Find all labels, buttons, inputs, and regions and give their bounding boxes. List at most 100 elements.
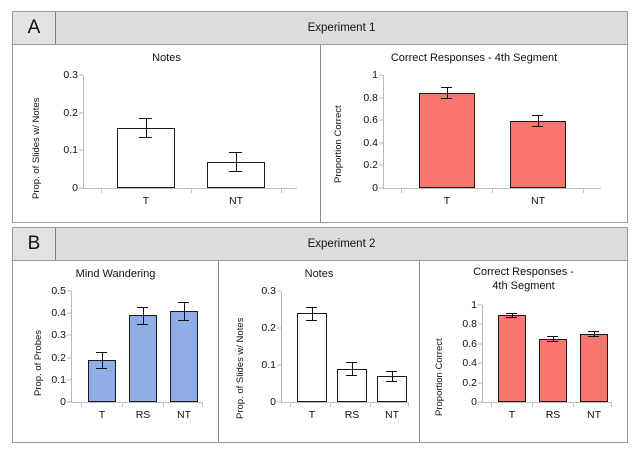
xlabel-nt: NT xyxy=(229,195,243,207)
ytick-mark-5 xyxy=(478,304,482,306)
panel-b-letter: B xyxy=(13,228,56,260)
xtick-mark-0 xyxy=(401,189,402,193)
errorbar-t-cap-top xyxy=(96,352,107,353)
panel-b-header: B Experiment 2 xyxy=(13,228,627,261)
errorbar-t-cap-top xyxy=(441,87,452,89)
bar-nt xyxy=(510,120,566,188)
xtick-mark-1 xyxy=(532,403,533,407)
errorbar-rs-cap-top xyxy=(547,336,558,338)
panel-a: A Experiment 1 Notes Prop. of Slides w/ … xyxy=(12,11,628,223)
errorbar-nt-line xyxy=(391,371,393,383)
ytick-mark-1 xyxy=(67,379,71,381)
xlabel-rs: RS xyxy=(344,409,360,421)
chart-b-mind-wandering-plot: 0 0.1 0.2 0.3 0.4 0.5 xyxy=(51,285,203,421)
ytick-mark-1 xyxy=(379,164,383,166)
ytick-mark-4 xyxy=(379,97,383,99)
errorbar-nt-line xyxy=(537,116,539,128)
ytick-0: 0 xyxy=(471,396,477,408)
chart-a-notes-ylabel: Prop. of Slides w/ Notes xyxy=(31,97,42,199)
xtick-mark-1 xyxy=(330,403,331,407)
ytick-mark-4 xyxy=(478,323,482,325)
xtick-mark-2 xyxy=(281,189,282,193)
chart-b-correct-responses-title-line1: Correct Responses - xyxy=(473,266,574,278)
xlabel-nt: NT xyxy=(177,409,191,421)
y-axis-line xyxy=(482,305,483,403)
ytick-1: 0.1 xyxy=(261,359,276,371)
chart-b-notes-title: Notes xyxy=(304,268,334,280)
ytick-0: 0 xyxy=(60,396,66,408)
ytick-3: 0.6 xyxy=(363,114,378,127)
ytick-3: 0.3 xyxy=(261,285,276,297)
ytick-mark-3 xyxy=(379,119,383,121)
panel-b-charts-row: Mind Wandering Prop. of Probes 0 0.1 0.2… xyxy=(13,261,627,442)
errorbar-rs-cap-top xyxy=(137,306,148,308)
xtick-mark-2 xyxy=(163,403,164,407)
ytick-mark-3 xyxy=(79,74,83,76)
errorbar-t-cap-bottom xyxy=(506,317,517,319)
errorbar-nt-cap-bottom xyxy=(229,171,242,172)
y-axis-line xyxy=(71,291,72,403)
errorbar-nt-cap-top xyxy=(386,370,397,372)
ytick-3: 0.3 xyxy=(63,69,78,81)
xlabel-t: T xyxy=(142,195,150,207)
errorbar-t-line xyxy=(511,314,513,319)
errorbar-rs-cap-bottom xyxy=(547,340,558,342)
errorbar-nt-line xyxy=(235,153,237,172)
ytick-mark-5 xyxy=(67,290,71,292)
chart-a-correct-responses-ylabel: Proportion Correct xyxy=(333,105,344,183)
xtick-mark-3 xyxy=(611,403,612,407)
ytick-0: 0 xyxy=(72,182,78,194)
ytick-0: 0 xyxy=(372,182,378,194)
ytick-3: 0.6 xyxy=(462,337,477,350)
ytick-mark-2 xyxy=(478,362,482,364)
ytick-mark-2 xyxy=(277,327,281,329)
xtick-mark-2 xyxy=(573,403,574,407)
ytick-mark-1 xyxy=(478,382,482,384)
xlabel-rs: RS xyxy=(135,409,151,421)
ytick-mark-1 xyxy=(79,149,83,151)
xtick-mark-1 xyxy=(492,189,493,193)
errorbar-t-line xyxy=(101,353,103,369)
errorbar-nt-cap-top xyxy=(532,115,543,117)
panel-b: B Experiment 2 Mind Wandering Prop. of P… xyxy=(12,227,628,443)
x-axis-line xyxy=(83,188,297,189)
ytick-1: 0.2 xyxy=(462,376,477,389)
ytick-2: 0.4 xyxy=(462,357,477,370)
errorbar-t-cap-top xyxy=(506,313,517,314)
x-axis-line xyxy=(71,402,203,403)
xtick-mark-1 xyxy=(122,403,123,407)
ytick-4: 0.8 xyxy=(363,91,378,104)
chart-b-correct-responses-ylabel: Proportion Correct xyxy=(434,338,445,416)
bar-nt xyxy=(580,333,608,402)
errorbar-nt-cap-top xyxy=(229,152,242,154)
xtick-mark-3 xyxy=(408,403,409,407)
errorbar-t-cap-top xyxy=(139,117,152,119)
errorbar-nt-cap-bottom xyxy=(386,381,397,383)
xtick-mark-0 xyxy=(81,403,82,407)
chart-b-mind-wandering-ylabel: Prop. of Probes xyxy=(33,329,44,396)
errorbar-t-cap-bottom xyxy=(96,367,107,369)
errorbar-rs-line xyxy=(552,337,554,342)
bar-nt xyxy=(170,311,198,402)
ytick-mark-0 xyxy=(67,401,71,403)
chart-b-mind-wandering: Mind Wandering Prop. of Probes 0 0.1 0.2… xyxy=(13,261,218,442)
ytick-2: 0.2 xyxy=(63,106,78,119)
chart-a-notes-plot: 0 0.1 0.2 0.3 xyxy=(63,69,297,207)
y-axis-line xyxy=(83,75,84,189)
errorbar-rs-cap-top xyxy=(346,362,357,364)
chart-b-notes-ylabel: Prop. of Slides w/ Notes xyxy=(235,317,246,419)
ytick-mark-2 xyxy=(79,112,83,114)
ytick-mark-3 xyxy=(478,343,482,345)
errorbar-nt-cap-bottom xyxy=(588,335,599,337)
xlabel-t: T xyxy=(443,195,451,207)
bar-rs xyxy=(337,368,367,402)
xlabel-t: T xyxy=(308,409,316,421)
ytick-2: 0.2 xyxy=(51,351,66,364)
chart-a-notes: Notes Prop. of Slides w/ Notes 0 0.1 0.2… xyxy=(13,45,320,222)
ytick-mark-2 xyxy=(379,142,383,144)
errorbar-rs-line xyxy=(142,307,144,326)
xtick-mark-2 xyxy=(370,403,371,407)
ytick-1: 0.1 xyxy=(51,373,66,386)
errorbar-t-line xyxy=(145,118,147,138)
